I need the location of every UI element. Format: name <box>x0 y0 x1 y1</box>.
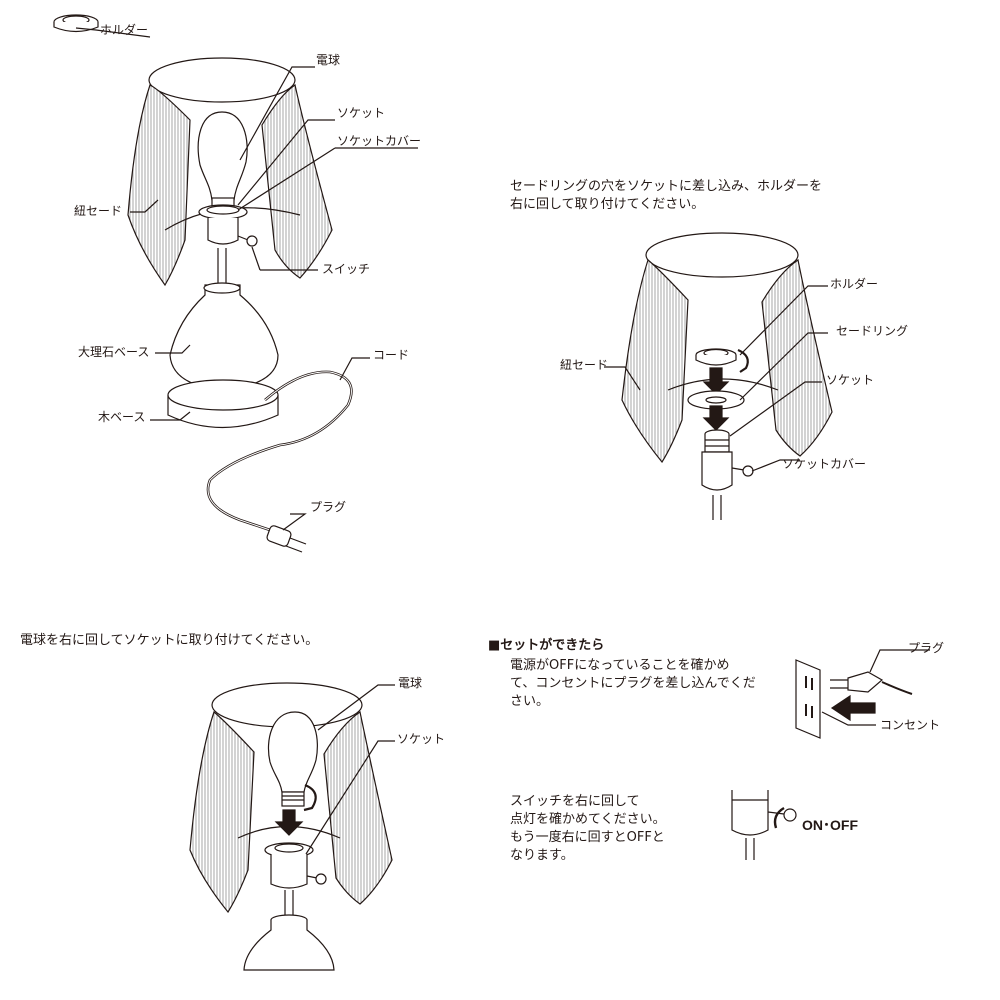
insert-arrow <box>830 694 876 722</box>
label-socket-2: ソケット <box>826 373 875 387</box>
panel1-lamp-drawing <box>53 14 418 553</box>
socket-cover-2 <box>701 451 733 491</box>
panel4-text-line-1: 電源がOFFになっていることを確かめ <box>510 658 730 673</box>
string-shade-right <box>261 84 333 279</box>
label-socket-3: ソケット <box>397 732 446 746</box>
panel4-text-line-2: て、コンセントにプラグを差し込んでくだ <box>510 676 756 691</box>
panel5-text-line-3: もう一度右に回すとOFFと <box>510 830 665 845</box>
on-off-label: ON･OFF <box>802 817 858 833</box>
plug-part <box>266 525 292 547</box>
label-switch: スイッチ <box>322 262 371 276</box>
shade-right-2 <box>761 259 833 457</box>
panel3-instruction: 電球を右に回してソケットに取り付けてください。 <box>20 633 319 648</box>
bulb-part-3 <box>267 711 318 793</box>
bulb-part <box>197 111 248 201</box>
panel2-instruction-line-1: セードリングの穴をソケットに差し込み、ホルダーを <box>510 179 823 194</box>
shade-left-2 <box>621 258 689 464</box>
label-holder-2: ホルダー <box>830 277 879 291</box>
label-string-shade-2: 紐セード <box>560 358 609 372</box>
panel2-drawing <box>604 232 833 520</box>
panel5-text-line-4: なります。 <box>510 848 574 863</box>
label-plug-4: プラグ <box>908 641 945 655</box>
panel4-drawing <box>795 649 930 739</box>
label-shade-ring: セードリング <box>836 324 909 338</box>
label-bulb: 電球 <box>316 53 341 67</box>
switch-knob-5 <box>783 808 797 822</box>
label-string-shade: 紐セード <box>74 204 123 218</box>
panel4-heading: ■セットができたら <box>488 638 605 653</box>
panel4-text-line-3: さい。 <box>510 694 550 709</box>
panel3-drawing <box>189 682 395 971</box>
label-bulb-3: 電球 <box>398 676 423 690</box>
label-cord: コード <box>373 348 410 362</box>
label-wood-base: 木ベース <box>98 410 146 424</box>
panel5-drawing <box>731 790 797 860</box>
marble-base <box>169 284 279 391</box>
label-socket-cover: ソケットカバー <box>337 134 422 148</box>
label-socket-cover-2: ソケットカバー <box>782 457 867 471</box>
label-socket: ソケット <box>337 106 386 120</box>
panel5-text-line-2: 点灯を確かめてください。 <box>510 812 666 827</box>
label-outlet: コンセント <box>880 718 941 732</box>
switch-knob <box>246 235 258 247</box>
label-marble-base: 大理石ベース <box>78 345 150 359</box>
panel2-instruction-line-2: 右に回して取り付けてください。 <box>510 197 705 212</box>
string-shade-left <box>127 84 191 287</box>
panel5-text-line-1: スイッチを右に回して <box>510 794 640 809</box>
outlet-plate <box>795 659 821 739</box>
label-holder: ホルダー <box>100 23 149 37</box>
label-plug: プラグ <box>310 500 347 514</box>
